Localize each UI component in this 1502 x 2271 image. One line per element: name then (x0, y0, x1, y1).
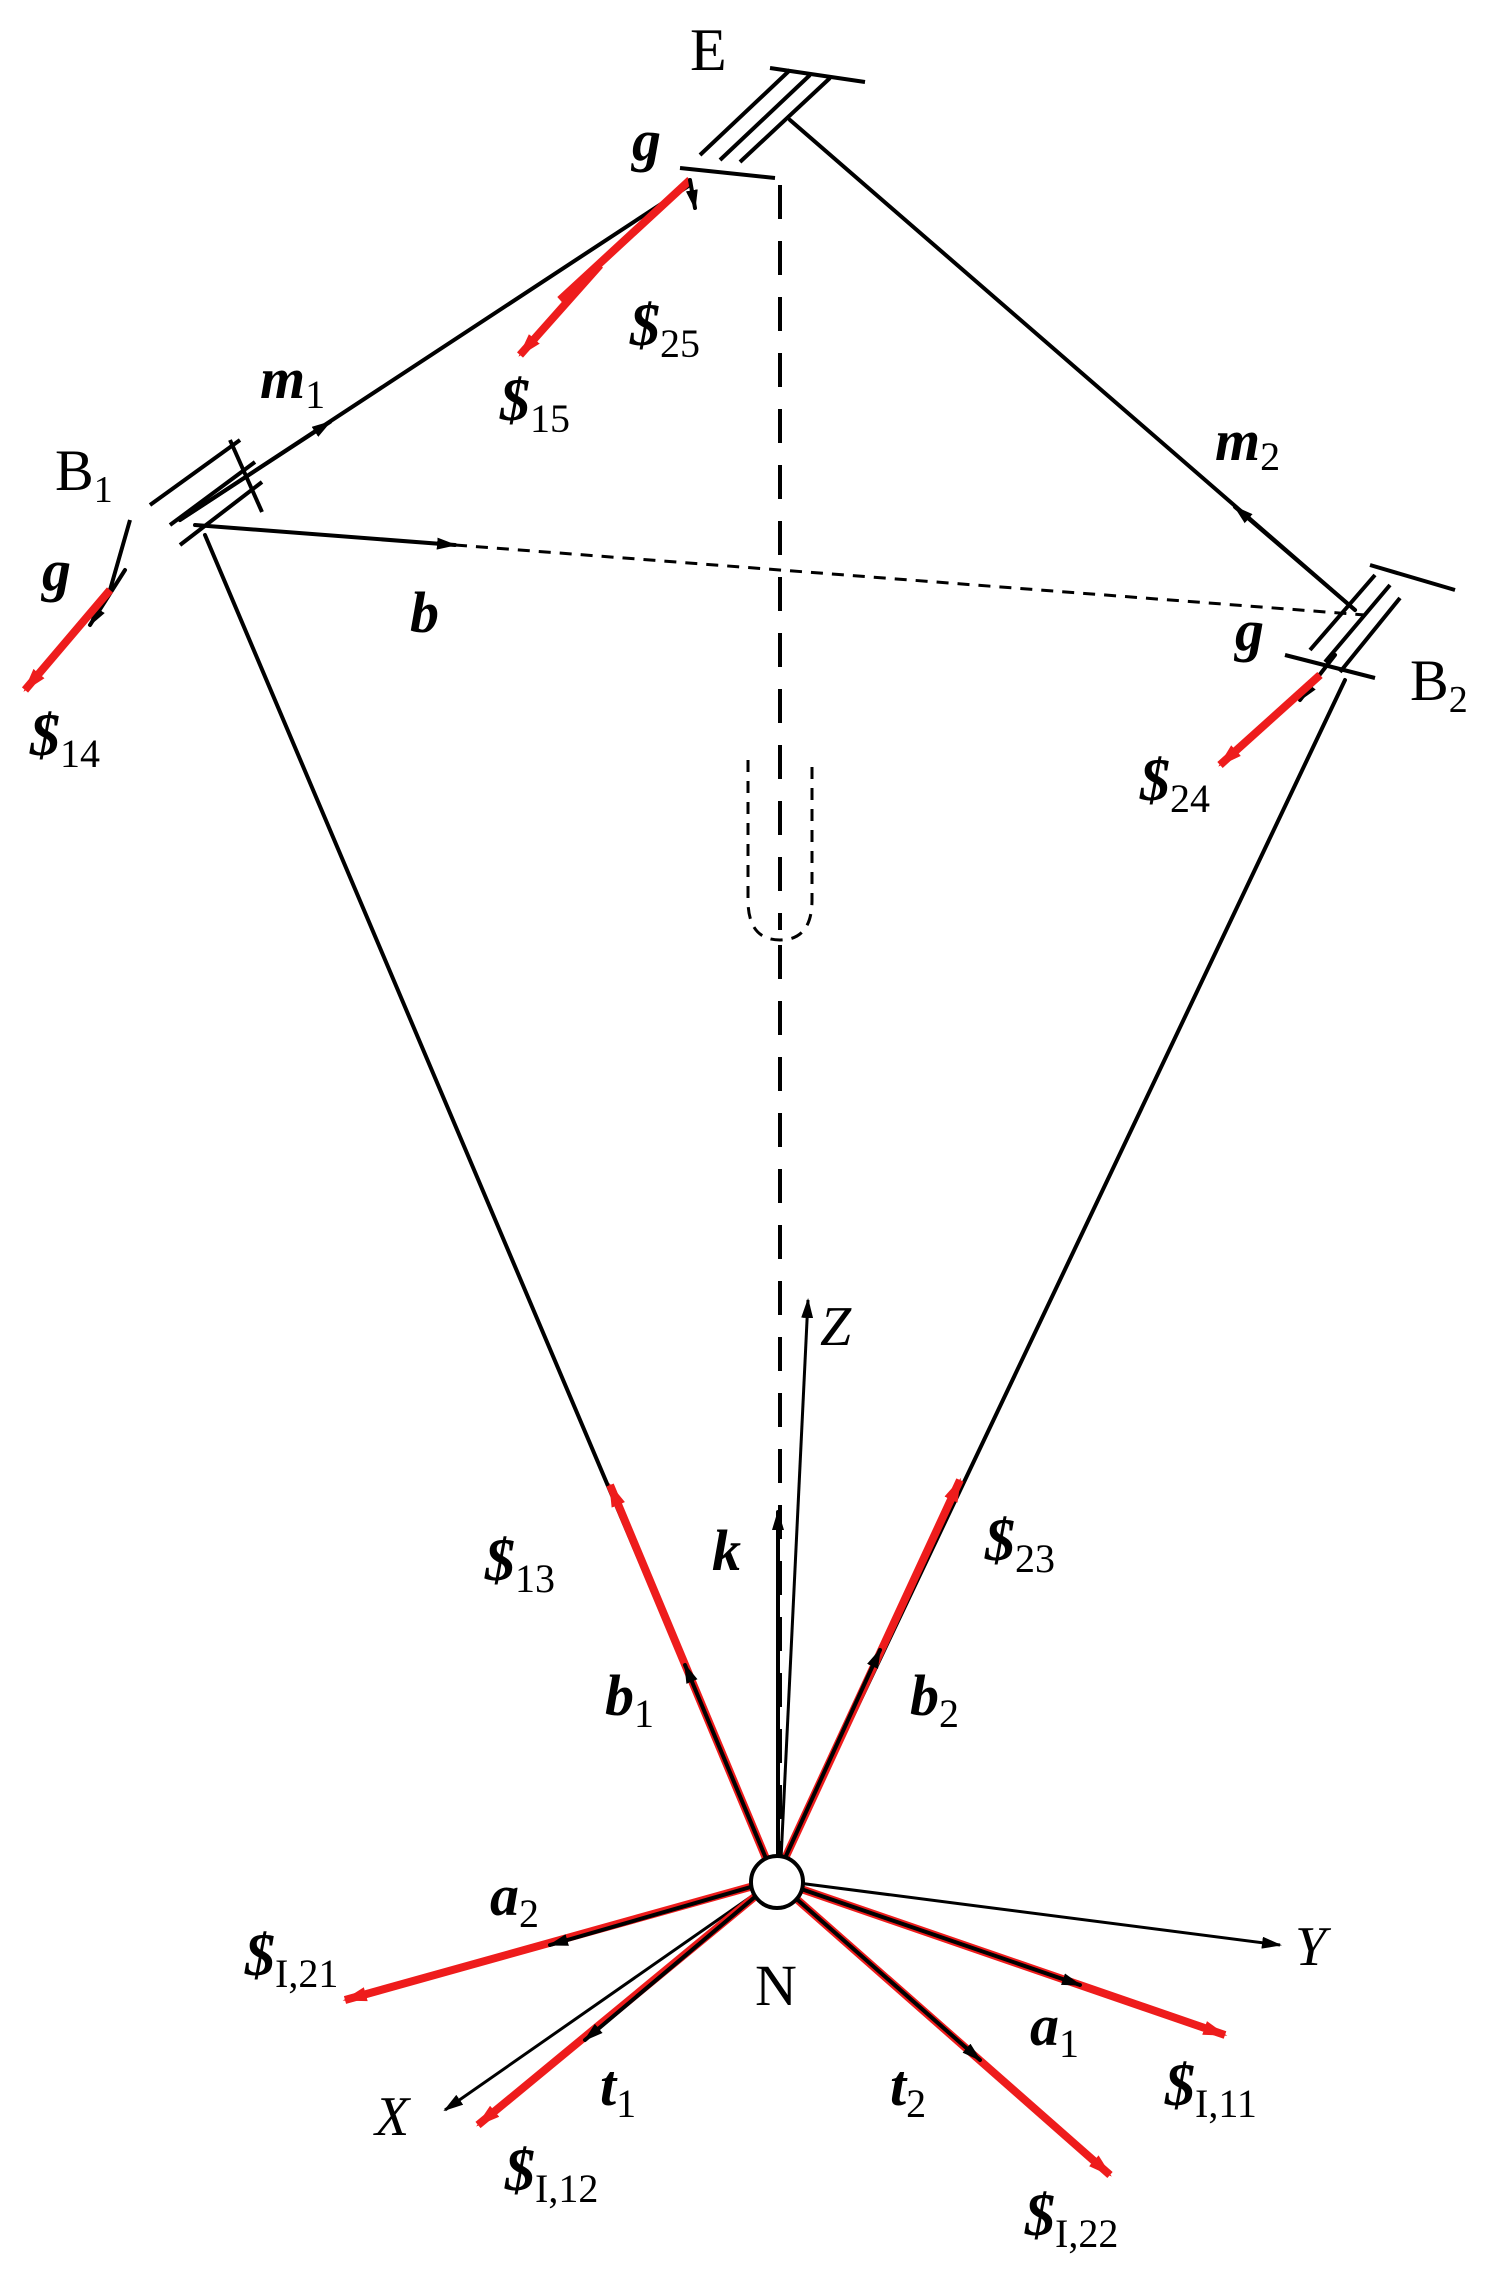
diagram-element (769, 66, 866, 84)
diagram-element (1284, 653, 1376, 680)
label-b: b (410, 580, 439, 645)
vector-a2-arrow (548, 1878, 777, 1947)
label-a1: a1 (1030, 1993, 1079, 2066)
diagram-element (679, 166, 776, 180)
vector-m2-arrow (1233, 505, 1357, 612)
label-b1: b1 (605, 1663, 654, 1736)
diagram-element (698, 68, 792, 157)
label-g-E: g (630, 108, 661, 173)
label-s15: $15 (499, 367, 570, 441)
screw-15-arrow (517, 262, 603, 358)
vector-b2-arrow (773, 1648, 882, 1882)
screw-24-arrow (1217, 672, 1323, 768)
screw-labels: $25 $15 $14 $24 $13 $23 $I,21 $I,12 $I,1… (29, 292, 1257, 2256)
diagram-element (1338, 596, 1402, 674)
axis-labels: Z Y X (373, 1296, 1332, 2148)
vector-a1-arrow (773, 1878, 1082, 1987)
joint-B2 (1284, 563, 1456, 680)
diagram-element (168, 460, 257, 527)
joint-N (749, 1854, 805, 1910)
axis-Y (774, 1878, 1282, 1949)
label-Y: Y (1295, 1916, 1332, 1978)
label-B2: B2 (1410, 648, 1468, 721)
label-b2: b2 (910, 1663, 959, 1736)
label-sI11: $I,11 (1164, 2052, 1257, 2126)
diagram-element (1308, 573, 1377, 652)
label-s14: $14 (29, 702, 100, 776)
vector-g-E-arrow (685, 178, 698, 210)
screw-14-arrow (21, 587, 114, 693)
vector-t1-arrow (583, 1878, 777, 2042)
label-N: N (755, 1953, 797, 2018)
diagram-element (148, 438, 242, 507)
label-g-B2: g (1233, 598, 1264, 663)
prismatic-slot (746, 760, 814, 942)
diagram-element (1369, 563, 1456, 592)
vector-t2-arrow (773, 1878, 982, 2062)
label-s25: $25 (629, 292, 700, 366)
diagram-element (178, 480, 264, 547)
axis-Z (778, 1298, 814, 1881)
label-a2: a2 (490, 1863, 539, 1936)
label-t1: t1 (600, 2053, 636, 2126)
b-dashed-line (454, 543, 1366, 617)
label-sI21: $I,21 (244, 1922, 338, 1996)
joint-B1 (108, 438, 264, 591)
vector-b-line (193, 523, 457, 550)
diagram-element (1323, 583, 1392, 664)
label-m2: m2 (1215, 408, 1280, 479)
label-Z: Z (820, 1296, 852, 1358)
label-s23: $23 (984, 1507, 1055, 1581)
axis-X (443, 1878, 776, 2112)
label-B1: B1 (55, 438, 113, 511)
label-s13: $13 (484, 1527, 555, 1601)
label-sI12: $I,12 (504, 2137, 598, 2211)
diagram-element (738, 76, 832, 164)
label-s24: $24 (1139, 747, 1210, 821)
diagram-element (108, 519, 132, 591)
joint-E (679, 66, 866, 180)
structure-links (178, 118, 1366, 1882)
diagram-element (718, 73, 812, 162)
label-k: k (712, 1518, 741, 1583)
label-sI22: $I,22 (1024, 2182, 1118, 2256)
label-m1: m1 (260, 346, 325, 417)
label-t2: t2 (890, 2053, 926, 2126)
vector-m1-arrow (178, 420, 332, 522)
vector-labels: g g g m1 m2 b b1 b2 k a2 a1 t1 t2 (40, 108, 1280, 2126)
label-E: E (690, 17, 727, 83)
label-X: X (373, 2086, 412, 2148)
screw-25-line (557, 177, 693, 303)
point-labels: E B1 B2 N (55, 17, 1468, 2018)
vector-b1-arrow (683, 1663, 777, 1882)
label-g-B1: g (40, 538, 71, 603)
